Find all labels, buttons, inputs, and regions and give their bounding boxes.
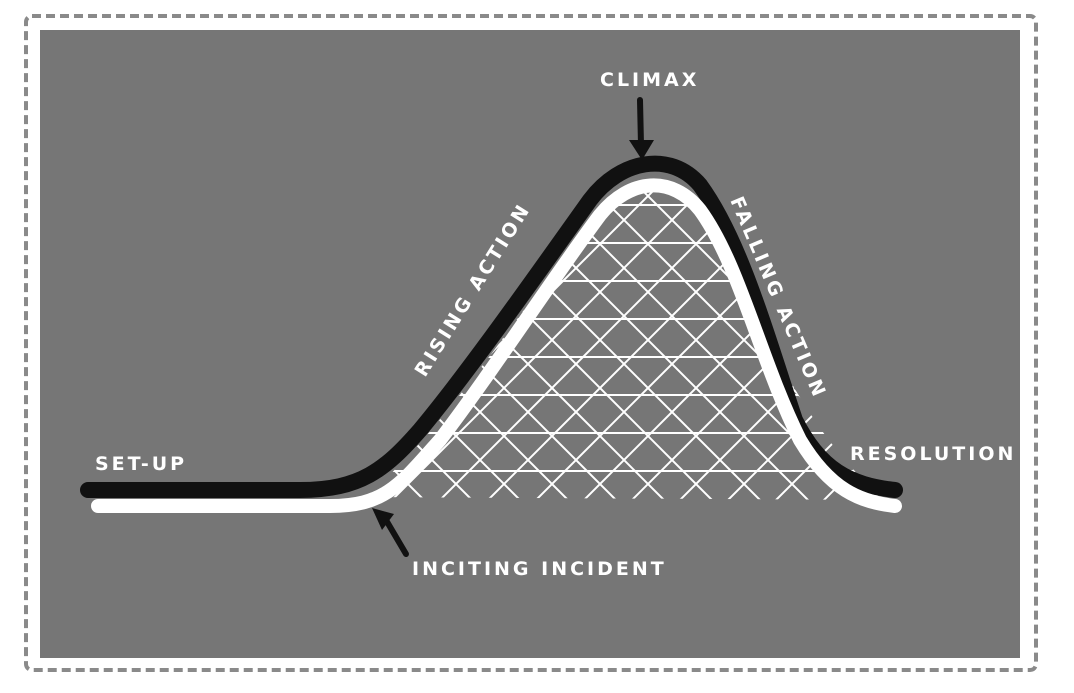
- setup-label: SET-UP: [95, 453, 187, 475]
- diagram-background: [40, 30, 1020, 658]
- climax-label: CLIMAX: [600, 69, 699, 91]
- inciting-incident-arrow-icon: [372, 508, 409, 557]
- dashed-frame: [24, 14, 1038, 672]
- lattice-brace: [707, 185, 885, 500]
- story-curve: [91, 178, 902, 513]
- resolution-label: RESOLUTION: [850, 443, 1016, 465]
- climax-arrow-icon: [629, 97, 654, 160]
- inciting-incident-label: INCITING INCIDENT: [412, 558, 667, 580]
